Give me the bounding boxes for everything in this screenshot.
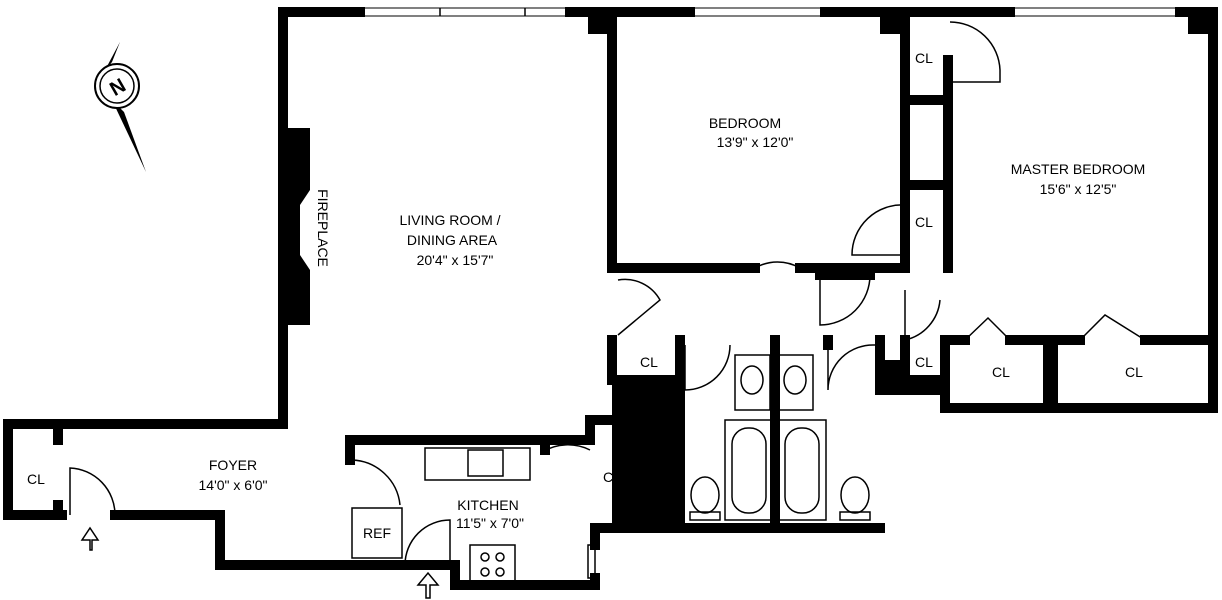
bedroom-size: 13'9" x 12'0" (717, 134, 794, 150)
fireplace-block (283, 128, 310, 325)
closet-label: CL (1125, 364, 1143, 380)
kitchen-size: 11'5" x 7'0" (456, 515, 524, 531)
closet-label: CL (992, 364, 1010, 380)
compass-icon: N (94, 42, 146, 172)
master-bedroom-label: MASTER BEDROOM (1011, 161, 1146, 177)
entry-arrow-icon (80, 526, 100, 551)
closet-label: CL (640, 354, 658, 370)
windows (359, 7, 1181, 17)
fireplace-label: FIREPLACE (315, 189, 331, 267)
door-swings (69, 21, 1146, 566)
kitchen-label: KITCHEN (457, 497, 518, 513)
foyer-size: 14'0" x 6'0" (199, 477, 268, 493)
closet-label: CL (27, 471, 45, 487)
closet-label: CL (603, 469, 621, 485)
closet-label: CL (915, 50, 933, 66)
master-bedroom-size: 15'6" x 12'5" (1040, 181, 1117, 197)
closet-label: CL (915, 214, 933, 230)
fixtures (351, 354, 871, 584)
entry-arrow-icon (416, 571, 440, 599)
living-room-size: 20'4" x 15'7" (417, 252, 494, 268)
closet-label: CL (915, 354, 933, 370)
foyer-label: FOYER (209, 457, 257, 473)
ref-label: REF (363, 525, 391, 541)
bedroom-label: BEDROOM (709, 115, 781, 131)
living-room-label: LIVING ROOM / (399, 212, 500, 228)
living-room-label-2: DINING AREA (407, 232, 498, 248)
interior-walls (53, 7, 1218, 533)
